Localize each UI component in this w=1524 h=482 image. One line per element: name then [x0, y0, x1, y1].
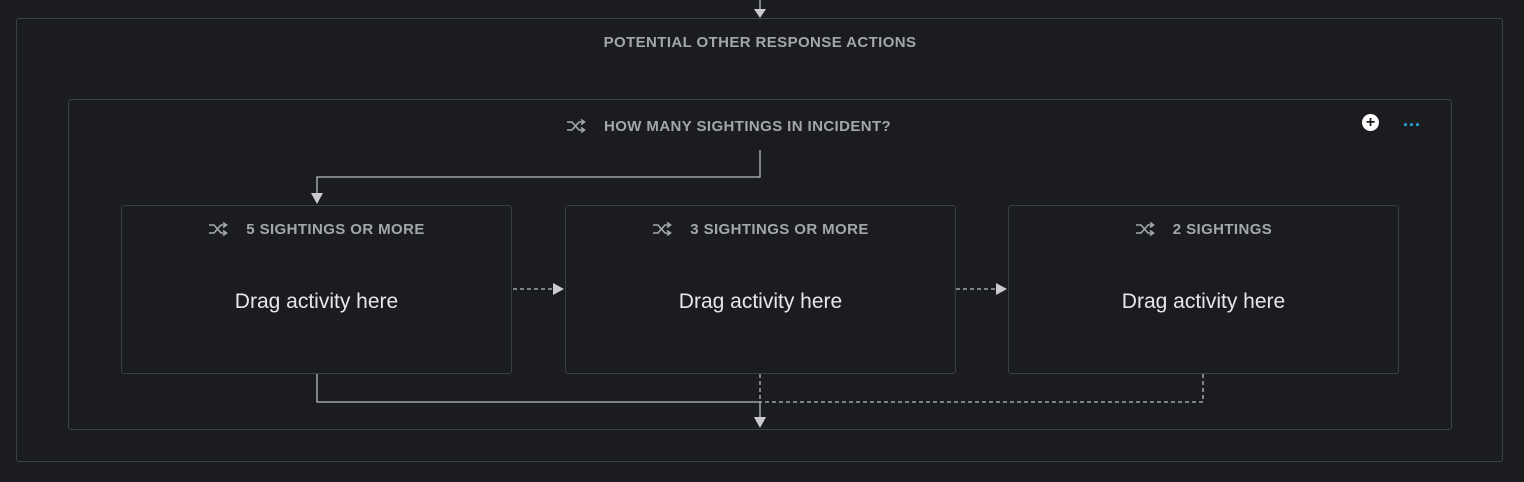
arrow-head [553, 283, 564, 295]
condition-branch-title: HOW MANY SIGHTINGS IN INCIDENT? [604, 117, 892, 135]
activity-drop-zone[interactable]: Drag activity here [1121, 290, 1286, 313]
case-box-2-sightings[interactable]: 2 SIGHTINGS Drag activity here [1008, 205, 1399, 374]
case-box-5-sightings[interactable]: 5 SIGHTINGS OR MORE Drag activity here [121, 205, 512, 374]
outer-group-title: POTENTIAL OTHER RESPONSE ACTIONS [603, 34, 917, 51]
more-options-button[interactable]: ... [1402, 110, 1421, 130]
case-title: 5 SIGHTINGS OR MORE [246, 220, 425, 238]
activity-drop-zone[interactable]: Drag activity here [678, 290, 843, 313]
merge-connector-3 [760, 374, 1204, 403]
case-header: 5 SIGHTINGS OR MORE [122, 220, 511, 238]
outer-group-container [16, 18, 1503, 462]
arrow-head [311, 193, 323, 204]
case-box-3-sightings[interactable]: 3 SIGHTINGS OR MORE Drag activity here [565, 205, 956, 374]
shuffle-icon [209, 222, 229, 236]
case-title: 2 SIGHTINGS [1172, 220, 1273, 238]
branch-connector [316, 150, 761, 194]
case-title: 3 SIGHTINGS OR MORE [690, 220, 869, 238]
shuffle-icon [1135, 222, 1155, 236]
shuffle-icon [653, 222, 673, 236]
arrow-head [754, 417, 766, 428]
arrow-head [754, 9, 766, 18]
shuffle-icon [567, 119, 586, 133]
arrow-head [996, 283, 1007, 295]
merge-connector-1 [316, 374, 760, 403]
condition-branch-container [68, 99, 1452, 430]
activity-drop-zone[interactable]: Drag activity here [234, 290, 399, 313]
plus-circle-icon: + [1365, 114, 1376, 131]
condition-branch-header: HOW MANY SIGHTINGS IN INCIDENT? [566, 117, 891, 135]
case-header: 2 SIGHTINGS [1009, 220, 1398, 238]
case-header: 3 SIGHTINGS OR MORE [566, 220, 955, 238]
add-case-button[interactable]: + [1362, 114, 1379, 131]
